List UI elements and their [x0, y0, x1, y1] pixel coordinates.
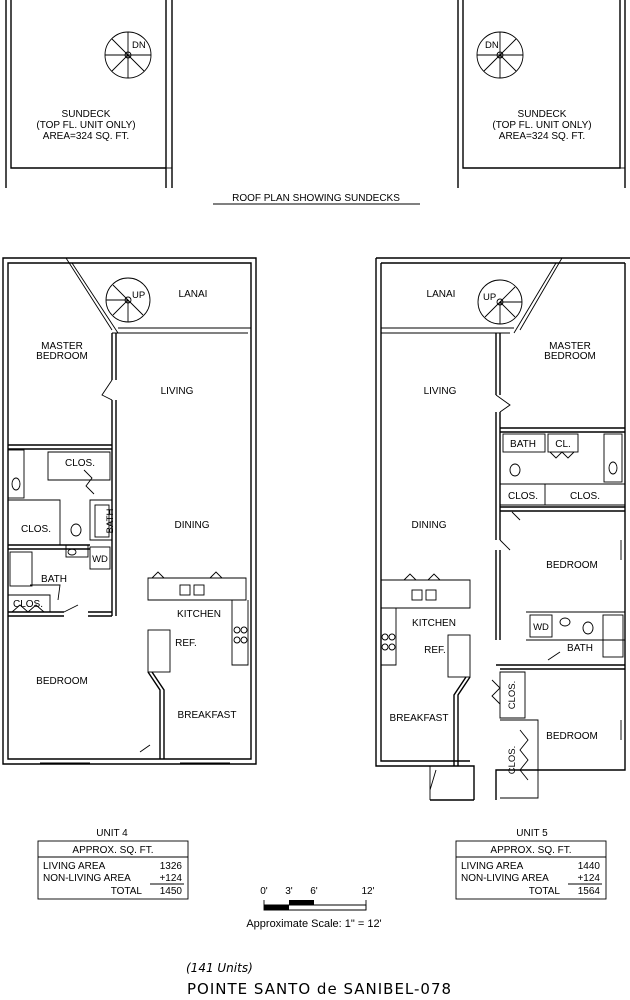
unit5-living-area-value: 1440: [578, 861, 601, 872]
unit5-plan: UP LANAI MASTER BEDROOM LIVING BATH CL. …: [375, 257, 630, 801]
roof-left-sundeck-area: AREA=324 SQ. FT.: [43, 131, 129, 142]
unit5-area-table: UNIT 5 APPROX. SQ. FT. LIVING AREA 1440 …: [455, 828, 607, 900]
unit4-bath-label: BATH: [41, 574, 67, 585]
roof-plan-caption: ROOF PLAN SHOWING SUNDECKS: [232, 193, 400, 204]
unit5-wd-label: WD: [533, 622, 549, 633]
unit4-lanai-label: LANAI: [179, 289, 208, 300]
unit5-non-living-area-label: NON-LIVING AREA: [461, 873, 549, 884]
unit4-breakfast-label: BREAKFAST: [178, 710, 237, 721]
unit5-bedroom-label-1: BEDROOM: [546, 560, 598, 571]
roof-right-spiral-stair: DN: [476, 31, 524, 79]
unit5-breakfast-label: BREAKFAST: [390, 713, 449, 724]
unit4-non-living-area-value: +124: [159, 873, 182, 884]
unit-count-note: (141 Units): [186, 961, 253, 975]
unit4-ref-label: REF.: [175, 638, 197, 649]
unit4-wd-label: WD: [92, 554, 108, 565]
unit4-total-value: 1450: [160, 886, 183, 897]
unit4-bedroom-label: BEDROOM: [36, 676, 88, 687]
unit5-bedroom-label-2: BEDROOM: [546, 731, 598, 742]
unit5-non-living-area-value: +124: [577, 873, 600, 884]
unit4-plan: UP LANAI MASTER BEDROOM LIVING CLOS. CLO…: [2, 257, 257, 765]
unit5-total-label: TOTAL: [529, 886, 561, 897]
unit5-clos-label-2: CLOS.: [570, 491, 600, 502]
scale-caption: Approximate Scale: 1" = 12': [246, 918, 381, 930]
unit5-table-unit-label: UNIT 5: [516, 828, 548, 839]
scale-bar: 0' 3' 6' 12' Approximate Scale: 1" = 12': [246, 886, 381, 930]
unit5-living-label: LIVING: [424, 386, 457, 397]
unit5-clos-label-1: CLOS.: [508, 491, 538, 502]
unit4-living-label: LIVING: [161, 386, 194, 397]
unit4-area-table: UNIT 4 APPROX. SQ. FT. LIVING AREA 1326 …: [37, 828, 189, 900]
scale-tick-6: 6': [310, 886, 318, 897]
scale-tick-0: 0': [260, 886, 268, 897]
unit5-bath-label-1: BATH: [510, 439, 536, 450]
unit5-clos-label-4: CLOS.: [507, 746, 518, 775]
unit4-spiral-stair: UP: [105, 277, 151, 323]
unit4-living-area-value: 1326: [160, 861, 183, 872]
unit4-master-label-1: MASTER: [41, 341, 83, 352]
roof-right-sundeck-note: (TOP FL. UNIT ONLY): [492, 120, 591, 131]
roof-left-sundeck-note: (TOP FL. UNIT ONLY): [36, 120, 135, 131]
unit4-master-label-2: BEDROOM: [36, 351, 88, 362]
unit4-stair-label: UP: [132, 290, 145, 301]
roof-right-sundeck-area: AREA=324 SQ. FT.: [499, 131, 585, 142]
unit5-master-label-2: BEDROOM: [544, 351, 596, 362]
unit5-master-label-1: MASTER: [549, 341, 591, 352]
unit5-lanai-label: LANAI: [427, 289, 456, 300]
roof-left-sundeck-title: SUNDECK: [62, 109, 111, 120]
unit5-clos-label-3: CLOS.: [507, 681, 518, 710]
roof-left-stair-label: DN: [132, 40, 146, 51]
scale-tick-12: 12': [361, 886, 374, 897]
unit5-bath-label-2: BATH: [567, 643, 593, 654]
unit5-total-value: 1564: [578, 886, 601, 897]
unit4-table-unit-label: UNIT 4: [96, 828, 128, 839]
unit4-table-header: APPROX. SQ. FT.: [72, 845, 153, 856]
unit5-ref-label: REF.: [424, 645, 446, 656]
unit5-table-header: APPROX. SQ. FT.: [490, 845, 571, 856]
unit4-total-label: TOTAL: [111, 886, 143, 897]
unit5-kitchen-label: KITCHEN: [412, 618, 456, 629]
drawing-title: POINTE SANTO de SANIBEL-078: [187, 980, 452, 998]
unit5-living-area-label: LIVING AREA: [461, 861, 524, 872]
unit4-non-living-area-label: NON-LIVING AREA: [43, 873, 131, 884]
roof-left-spiral-stair: DN: [104, 31, 152, 79]
roof-left-sundeck: DN SUNDECK (TOP FL. UNIT ONLY) AREA=324 …: [5, 0, 173, 188]
unit4-bath-vertical-label: BATH: [105, 509, 116, 534]
unit5-cl-label: CL.: [555, 439, 571, 450]
unit4-dining-label: DINING: [175, 520, 210, 531]
unit4-clos-label-1: CLOS.: [65, 458, 95, 469]
roof-right-stair-label: DN: [485, 40, 499, 51]
scale-tick-3: 3': [285, 886, 293, 897]
unit4-clos-label-2: CLOS.: [21, 524, 51, 535]
roof-right-sundeck-title: SUNDECK: [518, 109, 567, 120]
unit4-clos-label-3: CLOS.: [13, 599, 43, 610]
unit4-kitchen-label: KITCHEN: [177, 609, 221, 620]
roof-right-sundeck: DN SUNDECK (TOP FL. UNIT ONLY) AREA=324 …: [457, 0, 626, 188]
unit4-living-area-label: LIVING AREA: [43, 861, 106, 872]
unit5-spiral-stair: UP: [477, 279, 523, 325]
unit5-stair-label: UP: [483, 292, 496, 303]
unit5-dining-label: DINING: [412, 520, 447, 531]
